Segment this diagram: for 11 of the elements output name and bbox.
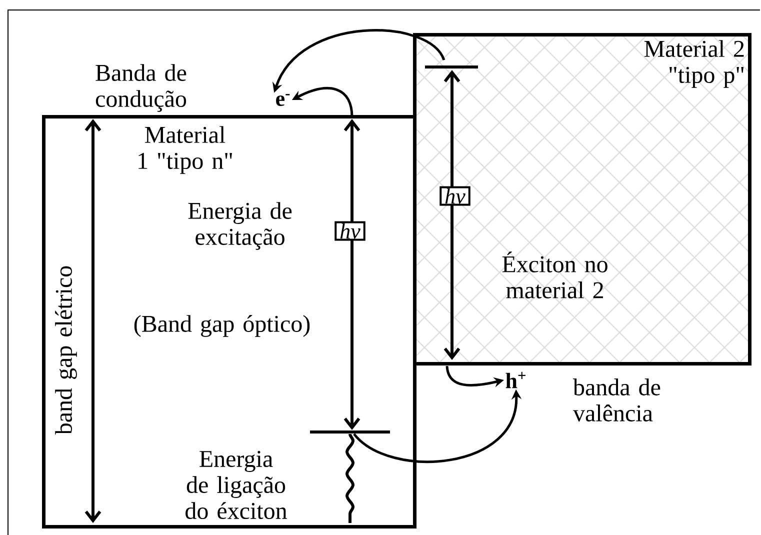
- energy-label: Energia de ligação do éxciton: [186, 450, 287, 520]
- band-label: Banda de condução: [96, 64, 186, 112]
- band-label: banda de valência: [573, 378, 660, 422]
- photon-box: hν: [440, 186, 470, 206]
- band-gap-label: (Band gap óptico): [134, 315, 310, 337]
- photon-box: hν: [334, 221, 366, 241]
- energy-label: Energia de excitação: [188, 202, 292, 250]
- band-gap-label: band gap elétrico: [55, 266, 77, 435]
- exciton-label: Éxciton no material 2: [502, 252, 608, 298]
- electron-symbol: e$^{-}$: [276, 94, 290, 106]
- hole-symbol: h$^{+}$: [506, 372, 526, 388]
